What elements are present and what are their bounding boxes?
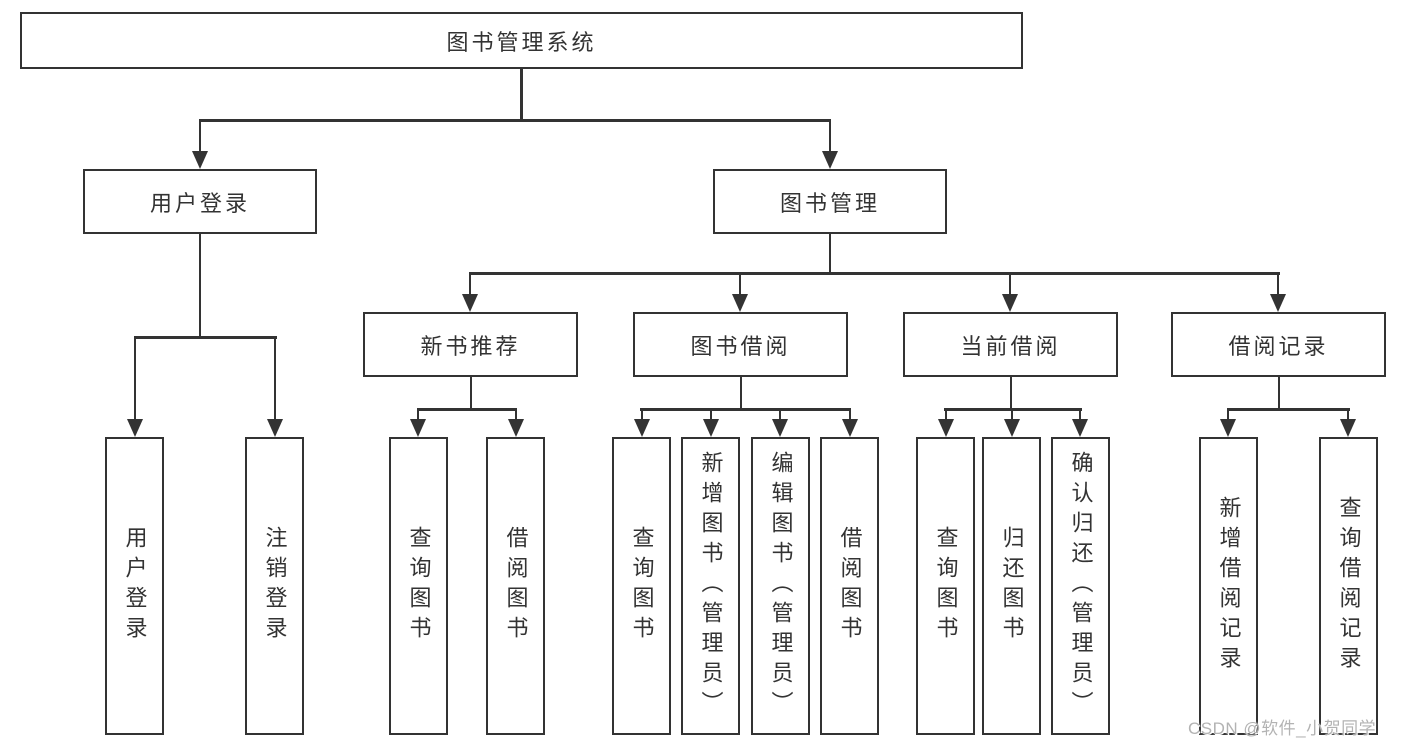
leaf-query-borrow-record: 查询借阅记录 bbox=[1319, 437, 1378, 735]
arrow-down-icon bbox=[842, 408, 858, 437]
arrow-down-icon bbox=[462, 272, 478, 312]
connector-line bbox=[520, 69, 523, 119]
connector-line bbox=[133, 336, 277, 339]
arrow-down-icon bbox=[508, 408, 524, 437]
arrow-down-icon bbox=[127, 336, 143, 437]
node-book-management: 图书管理 bbox=[713, 169, 947, 234]
arrow-down-icon bbox=[1072, 408, 1088, 437]
connector-line bbox=[739, 377, 742, 408]
arrow-down-icon bbox=[1340, 408, 1356, 437]
csdn-watermark: CSDN @软件_小贺同学 bbox=[1188, 719, 1377, 738]
node-borrowing-records: 借阅记录 bbox=[1171, 312, 1386, 377]
arrow-down-icon bbox=[410, 408, 426, 437]
node-current-borrowing: 当前借阅 bbox=[903, 312, 1118, 377]
leaf-borrow-books-1: 借阅图书 bbox=[486, 437, 545, 735]
connector-line bbox=[640, 408, 851, 411]
arrow-down-icon bbox=[772, 408, 788, 437]
arrow-down-icon bbox=[1002, 272, 1018, 312]
arrow-down-icon bbox=[192, 119, 208, 169]
leaf-return-books: 归还图书 bbox=[982, 437, 1041, 735]
leaf-add-borrow-record: 新增借阅记录 bbox=[1199, 437, 1258, 735]
leaf-query-books-2: 查询图书 bbox=[612, 437, 671, 735]
node-book-borrowing: 图书借阅 bbox=[633, 312, 848, 377]
arrow-down-icon bbox=[822, 119, 838, 169]
leaf-edit-book-admin: 编辑图书（管理员） bbox=[751, 437, 810, 735]
connector-line bbox=[469, 272, 1280, 275]
connector-line bbox=[198, 234, 201, 337]
connector-line bbox=[828, 234, 831, 273]
node-library-management-system: 图书管理系统 bbox=[20, 12, 1023, 69]
arrow-down-icon bbox=[732, 272, 748, 312]
leaf-user-login: 用户登录 bbox=[105, 437, 164, 735]
connector-line bbox=[469, 377, 472, 408]
connector-line bbox=[417, 408, 517, 411]
connector-line bbox=[1009, 377, 1012, 408]
arrow-down-icon bbox=[634, 408, 650, 437]
arrow-down-icon bbox=[703, 408, 719, 437]
arrow-down-icon bbox=[267, 336, 283, 437]
leaf-logout: 注销登录 bbox=[245, 437, 304, 735]
connector-line bbox=[1227, 408, 1350, 411]
node-new-book-recommendation: 新书推荐 bbox=[363, 312, 578, 377]
leaf-add-book-admin: 新增图书（管理员） bbox=[681, 437, 740, 735]
arrow-down-icon bbox=[1270, 272, 1286, 312]
connector-line bbox=[1277, 377, 1280, 408]
arrow-down-icon bbox=[1220, 408, 1236, 437]
leaf-borrow-books-2: 借阅图书 bbox=[820, 437, 879, 735]
arrow-down-icon bbox=[1004, 408, 1020, 437]
leaf-confirm-return-admin: 确认归还（管理员） bbox=[1051, 437, 1110, 735]
leaf-query-books-3: 查询图书 bbox=[916, 437, 975, 735]
arrow-down-icon bbox=[938, 408, 954, 437]
connector-line bbox=[198, 119, 831, 122]
node-user-login: 用户登录 bbox=[83, 169, 317, 234]
leaf-query-books-1: 查询图书 bbox=[389, 437, 448, 735]
